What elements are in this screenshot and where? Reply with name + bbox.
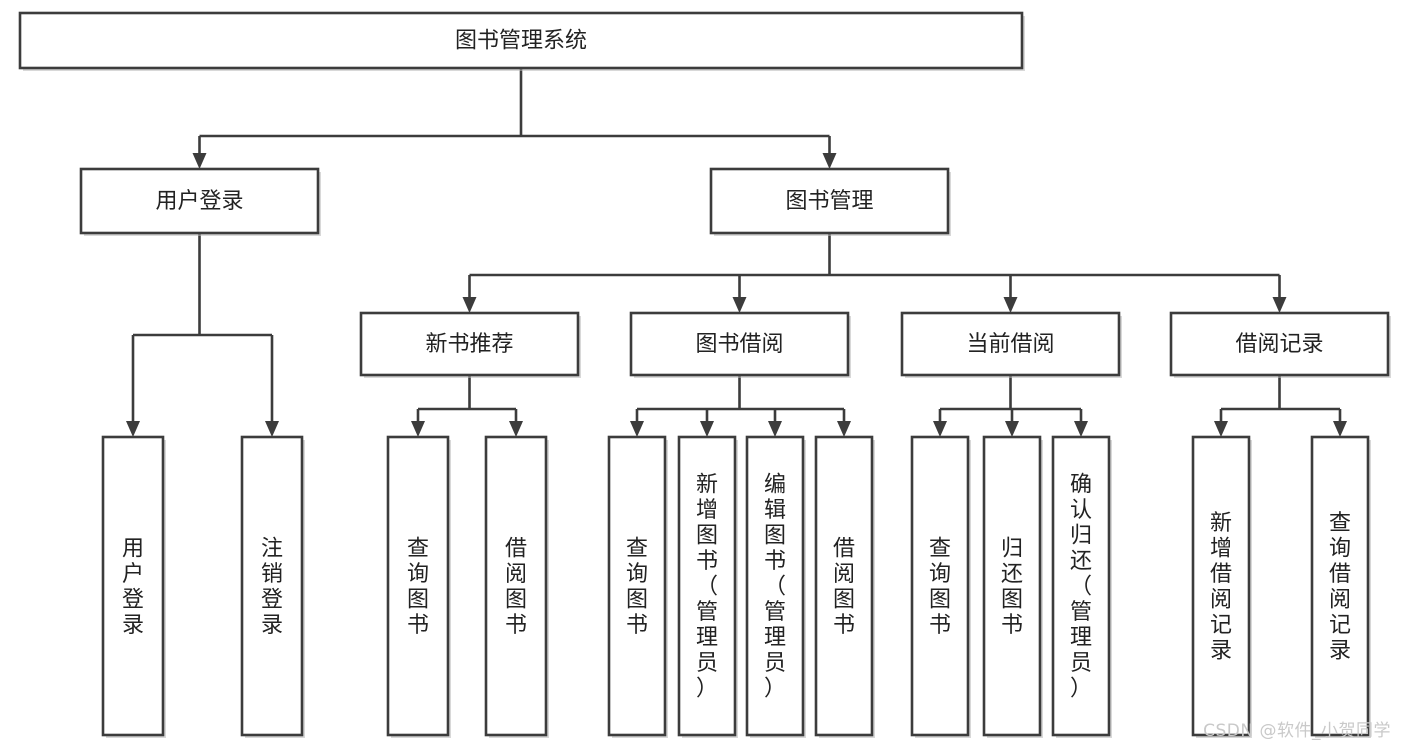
node-current-borrow[interactable]: 当前借阅 bbox=[900, 311, 1122, 378]
connector-current-borrow-split bbox=[933, 375, 1088, 437]
node-leaf-br-query-record[interactable]: 查询借阅记录 bbox=[1310, 435, 1371, 738]
node-leaf-br-add-record[interactable]: 新增借阅记录 bbox=[1191, 435, 1252, 738]
connector-book-manage-split bbox=[462, 233, 1287, 313]
node-book-manage[interactable]: 图书管理 bbox=[709, 167, 951, 236]
node-frame[interactable] bbox=[910, 435, 970, 737]
node-leaf-bb-add-book[interactable]: 新增图书（管理员） bbox=[677, 435, 738, 738]
node-label: 确认归还（管理员） bbox=[1070, 473, 1092, 702]
node-label: 新增借阅记录 bbox=[1210, 511, 1232, 664]
node-frame[interactable] bbox=[900, 311, 1121, 377]
node-frame[interactable] bbox=[709, 167, 950, 235]
node-leaf-cb-query-book[interactable]: 查询图书 bbox=[910, 435, 971, 738]
node-label: 借阅记录 bbox=[1235, 332, 1323, 357]
node-frame[interactable] bbox=[79, 167, 320, 235]
node-label: 图书借阅 bbox=[695, 332, 783, 357]
node-frame[interactable] bbox=[1310, 435, 1370, 737]
node-book-borrow[interactable]: 图书借阅 bbox=[629, 311, 851, 378]
node-label: 图书管理 bbox=[785, 189, 873, 214]
node-layer: 图书管理系统用户登录图书管理新书推荐图书借阅当前借阅借阅记录用户登录注销登录查询… bbox=[18, 11, 1391, 738]
node-frame[interactable] bbox=[18, 11, 1024, 70]
node-frame[interactable] bbox=[1051, 435, 1111, 737]
node-frame[interactable] bbox=[101, 435, 165, 737]
connector-layer bbox=[126, 68, 1347, 437]
node-leaf-bb-query-book[interactable]: 查询图书 bbox=[607, 435, 668, 738]
node-leaf-bb-edit-book[interactable]: 编辑图书（管理员） bbox=[745, 435, 806, 738]
node-label: 查询图书 bbox=[407, 536, 429, 638]
node-label: 查询借阅记录 bbox=[1329, 511, 1351, 664]
node-leaf-nb-query-book[interactable]: 查询图书 bbox=[386, 435, 451, 738]
watermark-label: CSDN @软件_小贺同学 bbox=[1203, 721, 1391, 741]
node-frame[interactable] bbox=[677, 435, 737, 737]
node-frame[interactable] bbox=[629, 311, 850, 377]
node-frame[interactable] bbox=[386, 435, 450, 737]
node-leaf-nb-borrow-book[interactable]: 借阅图书 bbox=[484, 435, 549, 738]
node-new-book-recommend[interactable]: 新书推荐 bbox=[359, 311, 581, 378]
node-frame[interactable] bbox=[484, 435, 548, 737]
node-leaf-cb-return-book[interactable]: 归还图书 bbox=[982, 435, 1043, 738]
node-label: 新增图书（管理员） bbox=[696, 473, 718, 702]
node-label: 查询图书 bbox=[626, 536, 648, 638]
node-label: 图书管理系统 bbox=[455, 29, 587, 54]
connector-borrow-record-split bbox=[1214, 375, 1347, 437]
node-frame[interactable] bbox=[1169, 311, 1390, 377]
node-label: 查询图书 bbox=[929, 536, 951, 638]
node-frame[interactable] bbox=[359, 311, 580, 377]
connector-new-book-split bbox=[411, 375, 523, 437]
node-frame[interactable] bbox=[607, 435, 667, 737]
node-label: 新书推荐 bbox=[425, 332, 513, 357]
node-label: 当前借阅 bbox=[966, 332, 1054, 357]
connector-root-split bbox=[192, 68, 837, 169]
node-label: 注销登录 bbox=[261, 536, 283, 638]
node-label: 用户登录 bbox=[155, 189, 243, 214]
node-label: 借阅图书 bbox=[833, 536, 855, 638]
node-frame[interactable] bbox=[982, 435, 1042, 737]
node-root[interactable]: 图书管理系统 bbox=[18, 11, 1025, 71]
node-leaf-cb-confirm-return[interactable]: 确认归还（管理员） bbox=[1051, 435, 1112, 738]
node-user-login[interactable]: 用户登录 bbox=[79, 167, 321, 236]
node-label: 用户登录 bbox=[122, 536, 144, 638]
node-frame[interactable] bbox=[240, 435, 304, 737]
connector-user-login-split bbox=[126, 233, 279, 437]
node-frame[interactable] bbox=[745, 435, 805, 737]
node-borrow-record[interactable]: 借阅记录 bbox=[1169, 311, 1391, 378]
node-leaf-user-login[interactable]: 用户登录 bbox=[101, 435, 166, 738]
node-leaf-bb-borrow-book[interactable]: 借阅图书 bbox=[814, 435, 875, 738]
connector-book-borrow-split bbox=[630, 375, 851, 437]
node-frame[interactable] bbox=[814, 435, 874, 737]
node-frame[interactable] bbox=[1191, 435, 1251, 737]
node-leaf-user-logout[interactable]: 注销登录 bbox=[240, 435, 305, 738]
node-label: 借阅图书 bbox=[505, 536, 527, 638]
node-label: 归还图书 bbox=[1001, 536, 1023, 638]
node-label: 编辑图书（管理员） bbox=[764, 473, 786, 702]
